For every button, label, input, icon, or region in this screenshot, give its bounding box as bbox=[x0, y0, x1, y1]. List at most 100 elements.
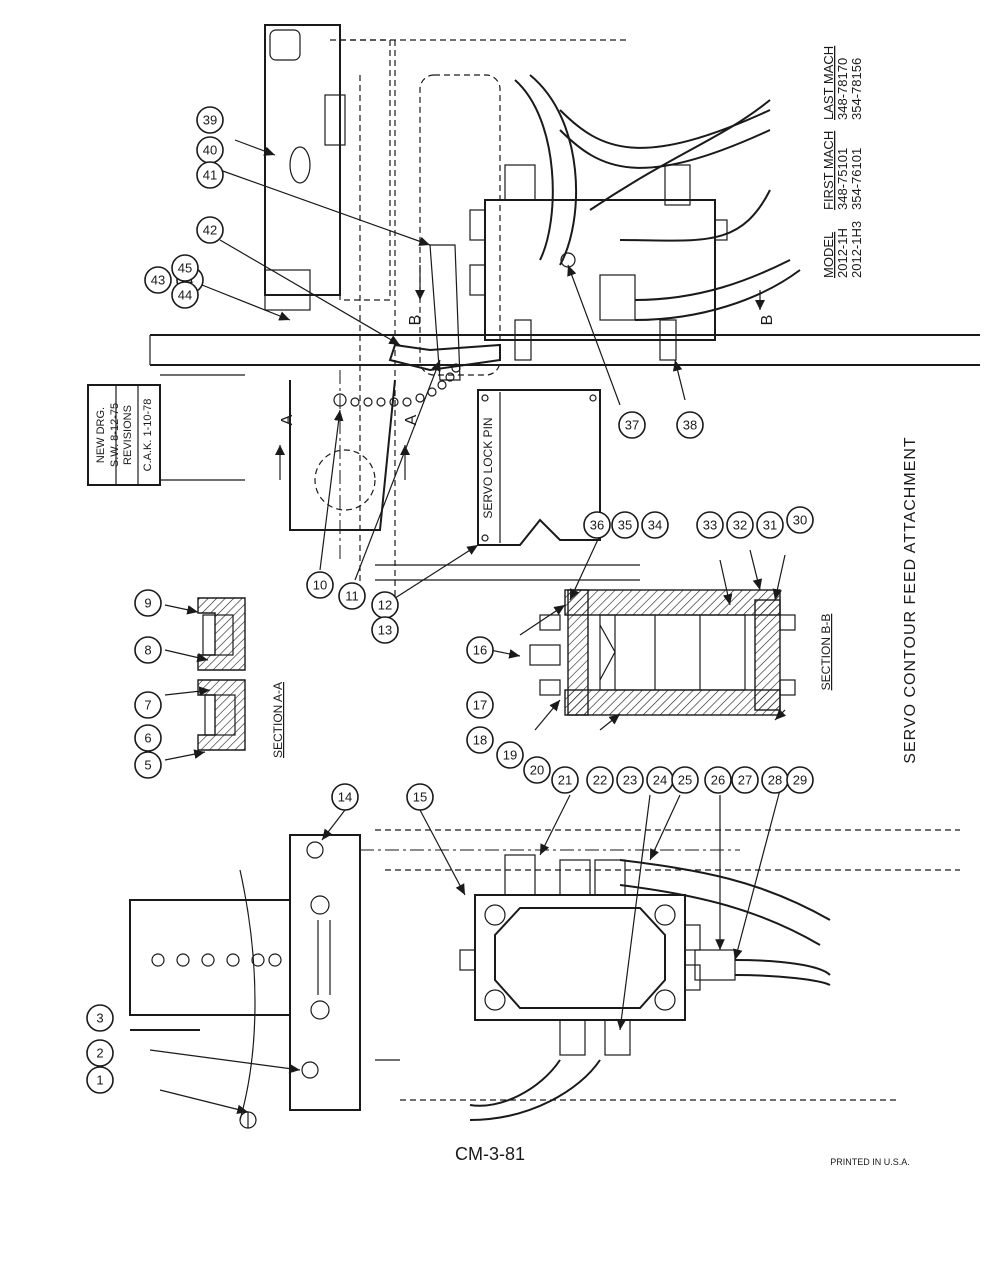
callout-38: 38 bbox=[676, 411, 704, 439]
callout-18: 18 bbox=[466, 726, 494, 754]
model-header: MODEL bbox=[821, 232, 836, 278]
callout-42: 42 bbox=[196, 216, 224, 244]
svg-text:16: 16 bbox=[473, 643, 487, 658]
svg-text:19: 19 bbox=[503, 748, 517, 763]
rev-new-drg: NEW DRG. bbox=[95, 407, 107, 463]
callout-2: 2 bbox=[86, 1039, 114, 1067]
svg-text:17: 17 bbox=[473, 698, 487, 713]
svg-text:15: 15 bbox=[413, 790, 427, 805]
callout-41: 41 bbox=[196, 161, 224, 189]
drawing-title: SERVO CONTOUR FEED ATTACHMENT bbox=[902, 436, 919, 763]
callout-37: 37 bbox=[618, 411, 646, 439]
svg-text:10: 10 bbox=[313, 578, 327, 593]
row2-model: 2012-1H3 bbox=[849, 221, 864, 278]
svg-text:35: 35 bbox=[618, 518, 632, 533]
svg-text:20: 20 bbox=[530, 763, 544, 778]
svg-text:38: 38 bbox=[683, 418, 697, 433]
svg-text:8: 8 bbox=[144, 643, 151, 658]
svg-text:44: 44 bbox=[178, 288, 192, 303]
svg-text:6: 6 bbox=[144, 731, 151, 746]
svg-text:3: 3 bbox=[96, 1011, 103, 1026]
svg-text:39: 39 bbox=[203, 113, 217, 128]
lower-assembly-view bbox=[129, 829, 960, 1129]
callout-26: 26 bbox=[704, 766, 732, 794]
svg-text:41: 41 bbox=[203, 168, 217, 183]
callout-30: 30 bbox=[786, 506, 814, 534]
svg-text:1: 1 bbox=[96, 1073, 103, 1088]
callout-21: 21 bbox=[551, 766, 579, 794]
callout-28: 28 bbox=[761, 766, 789, 794]
callout-34: 34 bbox=[641, 511, 669, 539]
callout-27: 27 bbox=[731, 766, 759, 794]
callout-6: 6 bbox=[134, 724, 162, 752]
lock-pin-chain bbox=[333, 363, 461, 407]
svg-text:27: 27 bbox=[738, 773, 752, 788]
svg-text:33: 33 bbox=[703, 518, 717, 533]
callout-16: 16 bbox=[466, 636, 494, 664]
svg-text:37: 37 bbox=[625, 418, 639, 433]
svg-text:43: 43 bbox=[151, 273, 165, 288]
callout-31: 31 bbox=[756, 511, 784, 539]
callout-12: 12 bbox=[371, 591, 399, 619]
svg-text:23: 23 bbox=[623, 773, 637, 788]
svg-text:7: 7 bbox=[144, 698, 151, 713]
callout-25: 25 bbox=[671, 766, 699, 794]
svg-text:9: 9 bbox=[144, 596, 151, 611]
svg-text:13: 13 bbox=[378, 623, 392, 638]
callout-45: 45 bbox=[171, 254, 199, 282]
callout-23: 23 bbox=[616, 766, 644, 794]
servo-lock-pin-label: SERVO LOCK PIN bbox=[481, 417, 495, 518]
row1-model: 2012-1H bbox=[835, 228, 850, 278]
svg-text:28: 28 bbox=[768, 773, 782, 788]
svg-text:40: 40 bbox=[203, 143, 217, 158]
upper-assembly-view: SERVO LOCK PIN A A B B bbox=[149, 24, 980, 600]
section-bb: SECTION B-B bbox=[529, 589, 833, 716]
callout-33: 33 bbox=[696, 511, 724, 539]
svg-text:2: 2 bbox=[96, 1046, 103, 1061]
leader-lines bbox=[149, 139, 787, 1115]
svg-text:45: 45 bbox=[178, 261, 192, 276]
svg-text:11: 11 bbox=[345, 589, 359, 604]
cut-a-right: A bbox=[403, 414, 420, 425]
callout-43: 43 bbox=[144, 266, 172, 294]
svg-text:25: 25 bbox=[678, 773, 692, 788]
svg-text:34: 34 bbox=[648, 518, 662, 533]
rev-heading: REVISIONS bbox=[122, 405, 134, 465]
callout-20: 20 bbox=[523, 756, 551, 784]
row2-first: 354-76101 bbox=[849, 148, 864, 210]
callout-1: 1 bbox=[86, 1066, 114, 1094]
rev-cak-date: C.A.K. 1-10-78 bbox=[142, 399, 154, 472]
svg-text:5: 5 bbox=[144, 758, 151, 773]
callout-44: 44 bbox=[171, 281, 199, 309]
callout-39: 39 bbox=[196, 106, 224, 134]
svg-text:24: 24 bbox=[653, 773, 667, 788]
callout-40: 40 bbox=[196, 136, 224, 164]
callout-17: 17 bbox=[466, 691, 494, 719]
callout-14: 14 bbox=[331, 783, 359, 811]
callout-10: 10 bbox=[306, 571, 334, 599]
section-aa-label: SECTION A-A bbox=[271, 682, 285, 758]
svg-text:31: 31 bbox=[763, 518, 777, 533]
section-aa: SECTION A-A bbox=[197, 597, 285, 758]
section-bb-label: SECTION B-B bbox=[819, 614, 833, 691]
row1-first: 348-75101 bbox=[835, 148, 850, 210]
callout-13: 13 bbox=[371, 616, 399, 644]
svg-text:18: 18 bbox=[473, 733, 487, 748]
cut-b-bottom: B bbox=[759, 315, 776, 326]
callout-3: 3 bbox=[86, 1004, 114, 1032]
callout-9: 9 bbox=[134, 589, 162, 617]
callout-36: 36 bbox=[583, 511, 611, 539]
first-mach-header: FIRST MACH bbox=[821, 131, 836, 210]
callout-15: 15 bbox=[406, 783, 434, 811]
servo-lock-pin-tag: SERVO LOCK PIN bbox=[477, 389, 601, 546]
row1-last: 348-78170 bbox=[835, 58, 850, 120]
svg-text:32: 32 bbox=[733, 518, 747, 533]
cut-a-left: A bbox=[279, 414, 296, 425]
svg-text:30: 30 bbox=[793, 513, 807, 528]
revision-block: NEW DRG. S.W. 8-12-75 REVISIONS C.A.K. 1… bbox=[87, 384, 161, 486]
callout-7: 7 bbox=[134, 691, 162, 719]
svg-text:36: 36 bbox=[590, 518, 604, 533]
svg-text:42: 42 bbox=[203, 223, 217, 238]
rev-sw-date: S.W. 8-12-75 bbox=[109, 403, 121, 467]
